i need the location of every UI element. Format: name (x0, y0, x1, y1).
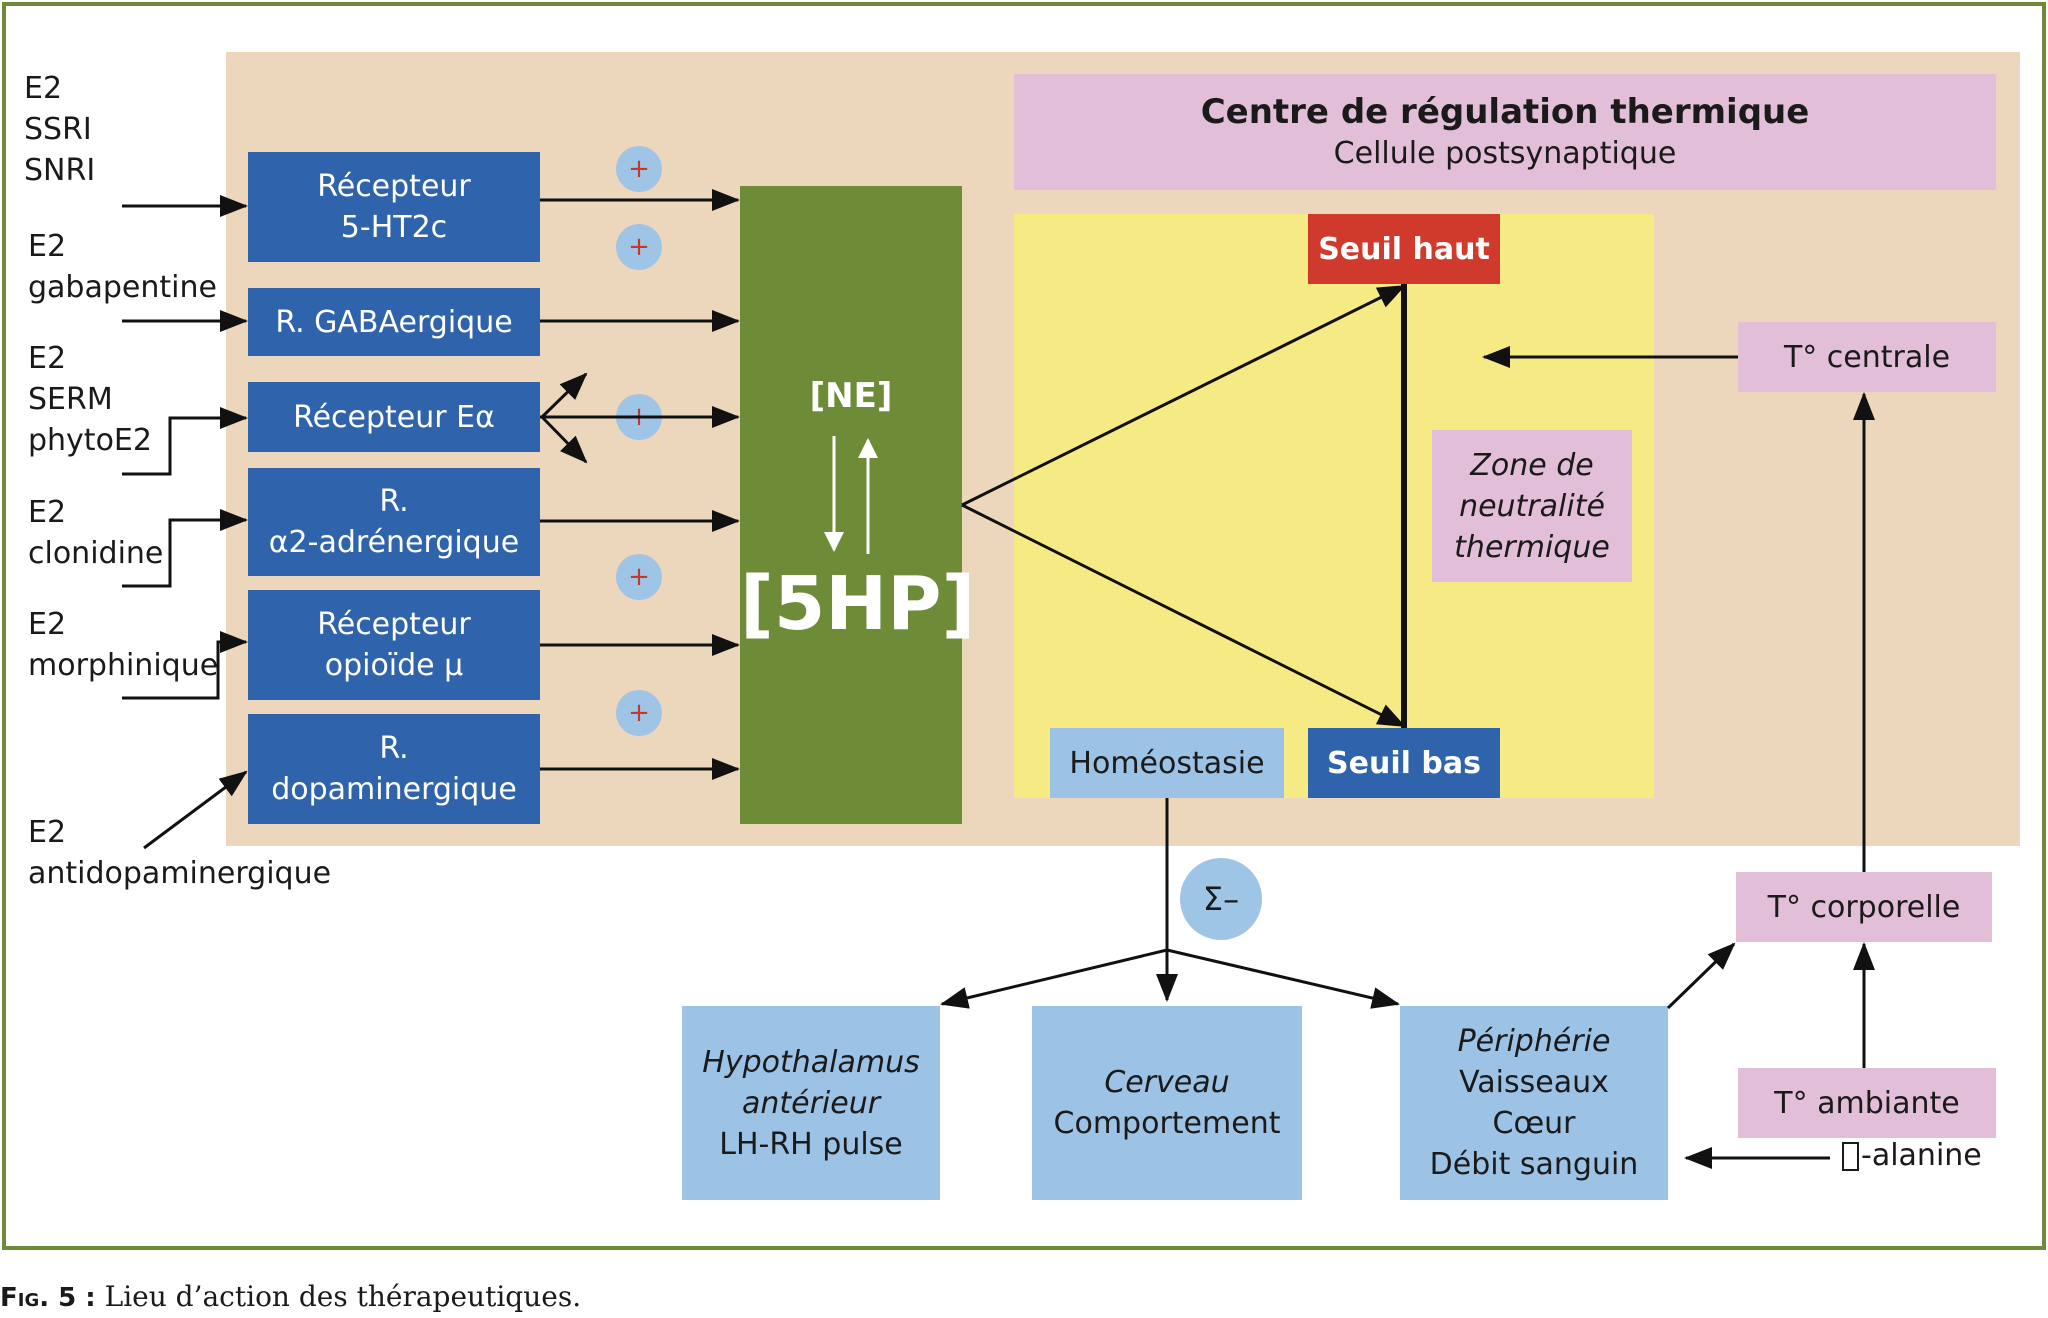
plus-circle: + (616, 690, 662, 736)
hypothalamus-line-3: LH-RH pulse (719, 1126, 903, 1162)
alanine-label: -alanine (1842, 1136, 1982, 1176)
cerveau-line-2: Comportement (1053, 1106, 1281, 1141)
peripherie-line-2: Vaisseaux (1459, 1065, 1609, 1100)
drug-label-morphinique: E2 morphinique (28, 607, 219, 683)
plus-circle: + (616, 224, 662, 270)
figure-frame (2, 2, 2046, 1250)
t-centrale-box: T° centrale (1738, 322, 1996, 392)
peripherie-line-4: Débit sanguin (1429, 1147, 1639, 1182)
neurotransmitter-block (740, 186, 962, 824)
drug-label-ssri: E2 SSRI SNRI (24, 71, 96, 188)
drug-label-gabapentine: E2 gabapentine (28, 229, 217, 305)
receptor-5ht2c: Récepteur 5-HT2c (248, 152, 540, 262)
zone-line-2: neutralité (1459, 488, 1605, 524)
receptor-alpha2-adrenergic: R. α2-adrénergique (248, 468, 540, 576)
caption-label: Fig. 5 : (0, 1283, 96, 1313)
zone-line-3: thermique (1454, 529, 1610, 565)
plus-circle: + (616, 146, 662, 192)
t-ambiante-box: T° ambiante (1738, 1068, 1996, 1138)
plus-circle: + (616, 554, 662, 600)
zone-line-1: Zone de (1470, 447, 1594, 483)
drug-label-antidopaminergique: E2 antidopaminergique (28, 815, 332, 891)
hypothalamus-box: Hypothalamus antérieur LH-RH pulse (682, 1006, 940, 1200)
drug-label-serm: E2 SERM phytoE2 (28, 341, 152, 458)
seuil-haut-box: Seuil haut (1308, 214, 1500, 284)
peripherie-box: Périphérie Vaisseaux Cœur Débit sanguin (1400, 1006, 1668, 1200)
regulation-centre-subtitle: Cellule postsynaptique (1333, 136, 1677, 171)
homeostasie-box: Homéostasie (1050, 728, 1284, 798)
drug-label-clonidine: E2 clonidine (28, 495, 164, 571)
sigma-minus-circle: Σ– (1180, 858, 1262, 940)
zone-neutralite-box: Zone de neutralité thermique (1432, 430, 1632, 582)
t-corporelle-box: T° corporelle (1736, 872, 1992, 942)
receptor-opioid-mu: Récepteur opioïde μ (248, 590, 540, 700)
seuil-bas-box: Seuil bas (1308, 728, 1500, 798)
receptor-estrogen-alpha: Récepteur Eα (248, 382, 540, 452)
hypothalamus-line-2: antérieur (741, 1085, 881, 1121)
hypothalamus-line-1: Hypothalamus (702, 1044, 920, 1080)
figure-caption: Fig. 5 : Lieu d’action des thérapeutique… (0, 1280, 581, 1313)
regulation-centre-title: Centre de régulation thermique (1200, 92, 1810, 132)
missing-glyph-icon (1842, 1141, 1859, 1171)
fivehp-label: [5HP] (740, 561, 976, 647)
cerveau-line-1: Cerveau (1104, 1065, 1230, 1100)
regulation-centre-header: Centre de régulation thermique Cellule p… (1014, 74, 1996, 190)
alanine-text: -alanine (1861, 1138, 1982, 1173)
receptor-dopaminergic: R. dopaminergique (248, 714, 540, 824)
caption-text: Lieu d’action des thérapeutiques. (104, 1280, 582, 1313)
cerveau-box: Cerveau Comportement (1032, 1006, 1302, 1200)
peripherie-line-3: Cœur (1492, 1106, 1576, 1141)
peripherie-line-1: Périphérie (1457, 1024, 1611, 1059)
receptor-gaba: R. GABAergique (248, 288, 540, 356)
ne-label: [NE] (809, 376, 893, 416)
